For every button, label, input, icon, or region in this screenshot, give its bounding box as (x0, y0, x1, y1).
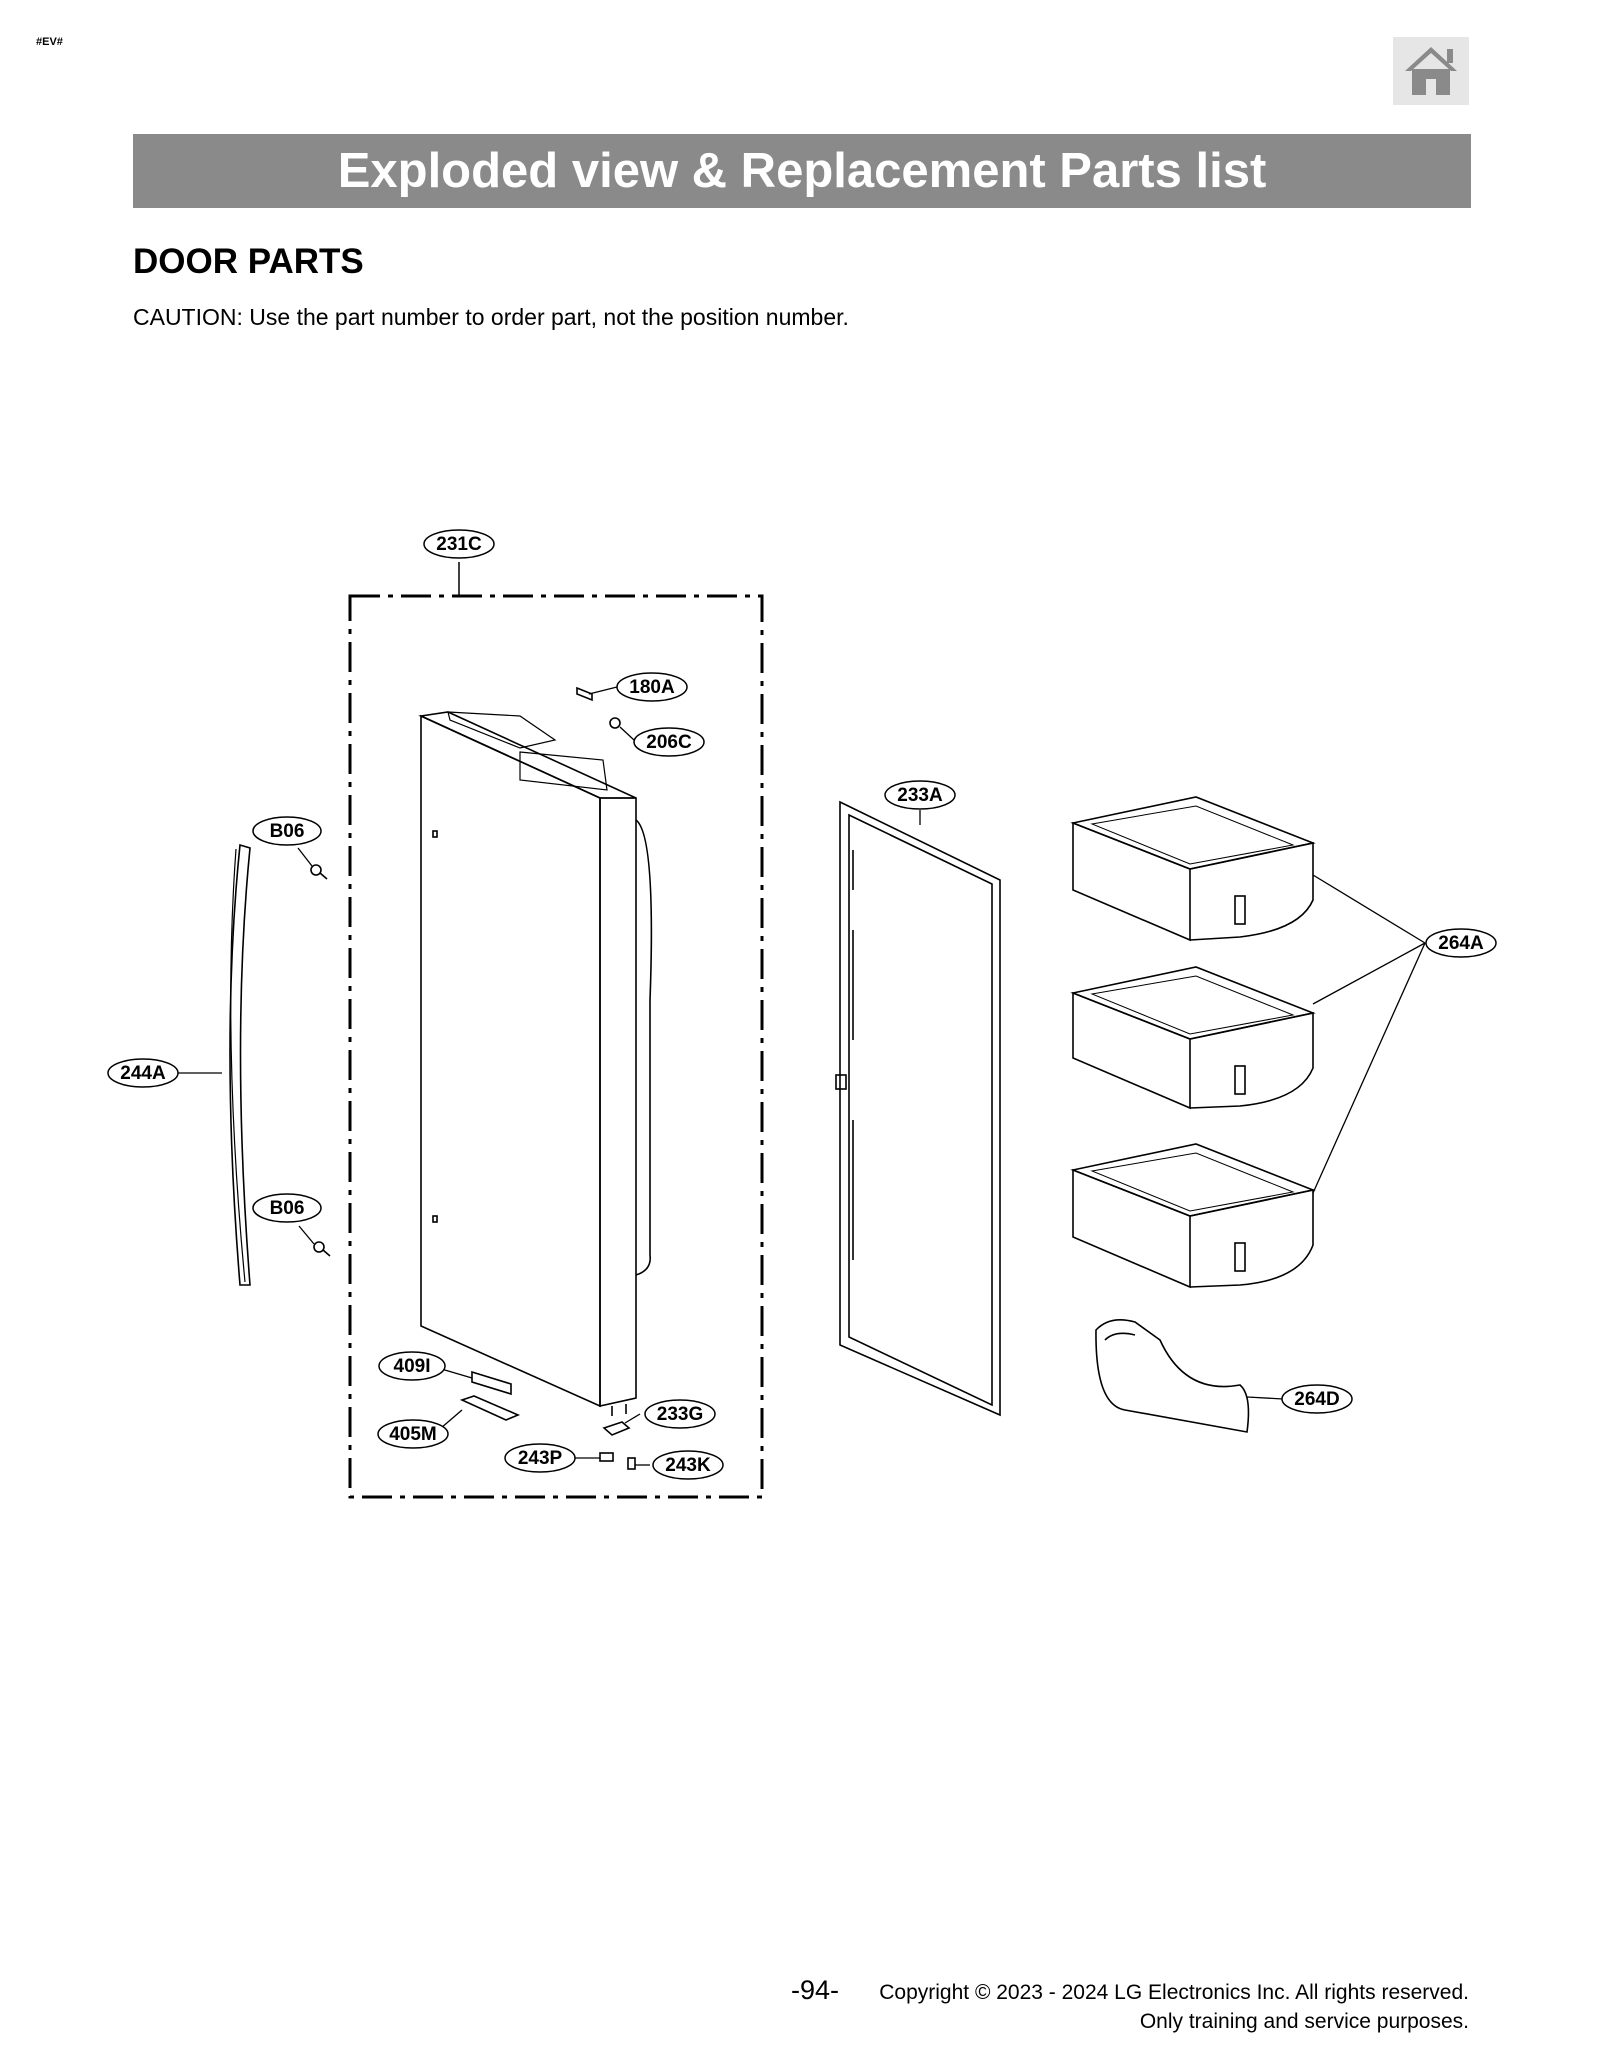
section-title: DOOR PARTS (133, 242, 364, 281)
screw-b06-top (310, 864, 328, 880)
door-bin-small (1095, 1319, 1250, 1433)
svg-text:233A: 233A (897, 785, 943, 806)
callout-405m: 405M (377, 1419, 449, 1449)
svg-text:244A: 244A (120, 1063, 166, 1084)
copyright-notice: Copyright © 2023 - 2024 LG Electronics I… (879, 1978, 1469, 2036)
callout-409i: 409I (378, 1351, 446, 1381)
callout-244a: 244A (107, 1058, 179, 1088)
callout-264d: 264D (1281, 1384, 1353, 1414)
svg-text:243K: 243K (665, 1455, 711, 1476)
callout-233a: 233A (884, 780, 956, 810)
caution-note: CAUTION: Use the part number to order pa… (133, 304, 849, 330)
home-button[interactable] (1393, 37, 1469, 105)
part-233g-drawing (602, 1421, 631, 1436)
part-180a-drawing (576, 686, 593, 702)
svg-text:B06: B06 (270, 821, 305, 842)
callout-b06-bottom: B06 (252, 1193, 322, 1223)
copyright-line-1: Copyright © 2023 - 2024 LG Electronics I… (879, 1981, 1469, 2004)
door-gasket-drawing (835, 800, 1001, 1417)
door-bin-3 (1070, 1143, 1316, 1289)
part-405m-drawing (459, 1395, 521, 1421)
door-bin-1 (1070, 796, 1316, 942)
svg-text:243P: 243P (518, 1448, 563, 1469)
svg-text:264D: 264D (1294, 1389, 1339, 1410)
svg-text:231C: 231C (436, 534, 482, 555)
home-icon (1405, 47, 1457, 95)
svg-text:180A: 180A (629, 677, 675, 698)
callout-231c: 231C (423, 529, 495, 559)
page-number: -94- (790, 1975, 839, 2005)
door-assembly-boundary (348, 594, 764, 1499)
door-panel-drawing (418, 711, 653, 1416)
svg-text:206C: 206C (646, 732, 692, 753)
part-243k-drawing (627, 1457, 636, 1470)
callout-206c: 206C (633, 727, 705, 757)
part-206c-drawing (609, 717, 621, 729)
callout-243p: 243P (504, 1443, 576, 1473)
part-243p-drawing (599, 1452, 614, 1462)
svg-text:233G: 233G (657, 1404, 703, 1425)
copyright-line-2: Only training and service purposes. (1139, 2010, 1469, 2033)
svg-text:405M: 405M (389, 1424, 437, 1445)
svg-text:409I: 409I (394, 1356, 431, 1377)
callout-b06-top: B06 (252, 816, 322, 846)
callout-264a: 264A (1425, 928, 1497, 958)
page-banner-title: Exploded view & Replacement Parts list (133, 134, 1471, 208)
screw-b06-bottom (313, 1241, 331, 1257)
part-409i-drawing (471, 1370, 512, 1396)
callout-180a: 180A (616, 672, 688, 702)
svg-text:264A: 264A (1438, 933, 1484, 954)
document-tag: #EV# (36, 36, 63, 48)
door-bin-2 (1070, 966, 1316, 1110)
callout-233g: 233G (644, 1399, 716, 1429)
callout-243k: 243K (652, 1450, 724, 1480)
svg-text:B06: B06 (270, 1198, 305, 1219)
